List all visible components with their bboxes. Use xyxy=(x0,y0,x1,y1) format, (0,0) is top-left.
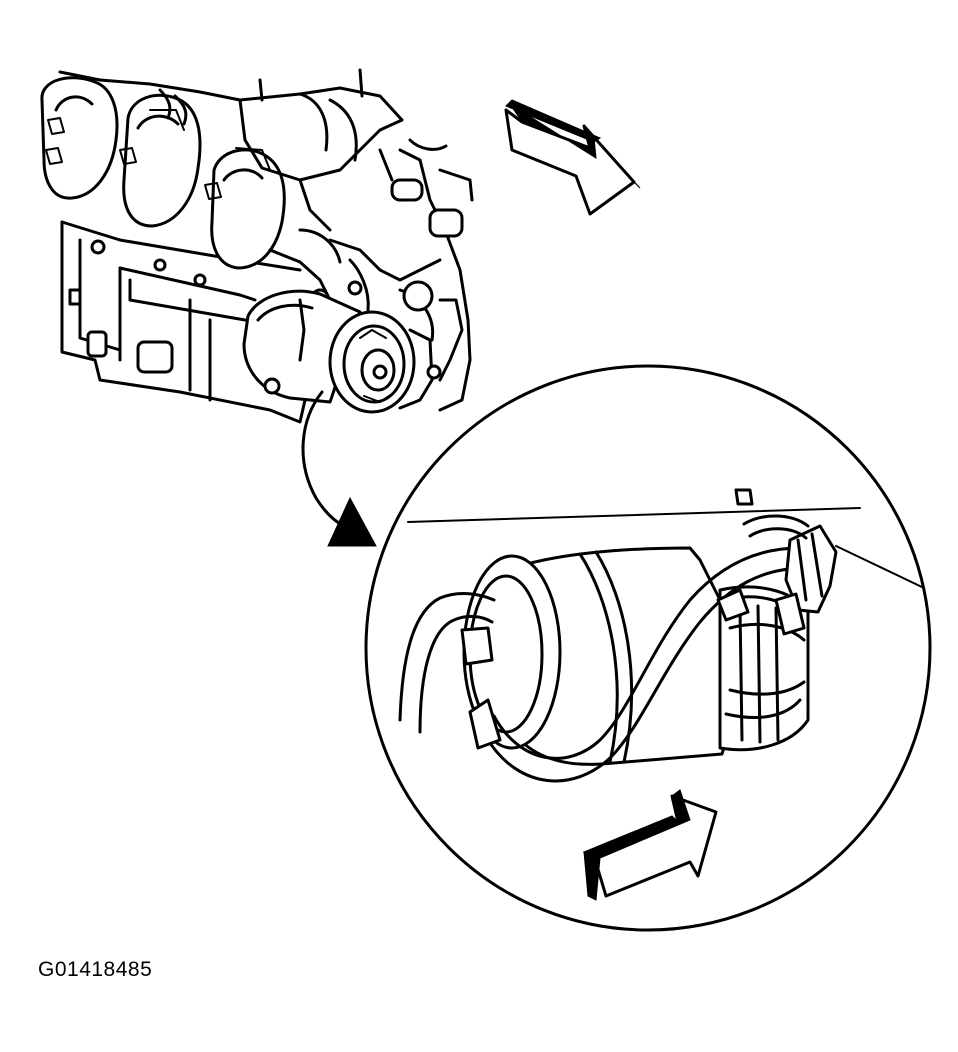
engine-assembly xyxy=(40,68,474,424)
electrical-connector xyxy=(716,488,838,636)
front-direction-arrow-top xyxy=(504,99,641,216)
circular-detail-callout xyxy=(364,364,932,932)
ac-compressor xyxy=(242,289,442,414)
curved-callout-arrow xyxy=(301,390,377,547)
front-direction-arrow-bottom xyxy=(582,789,718,901)
figure-id-label: G01418485 xyxy=(38,958,153,981)
